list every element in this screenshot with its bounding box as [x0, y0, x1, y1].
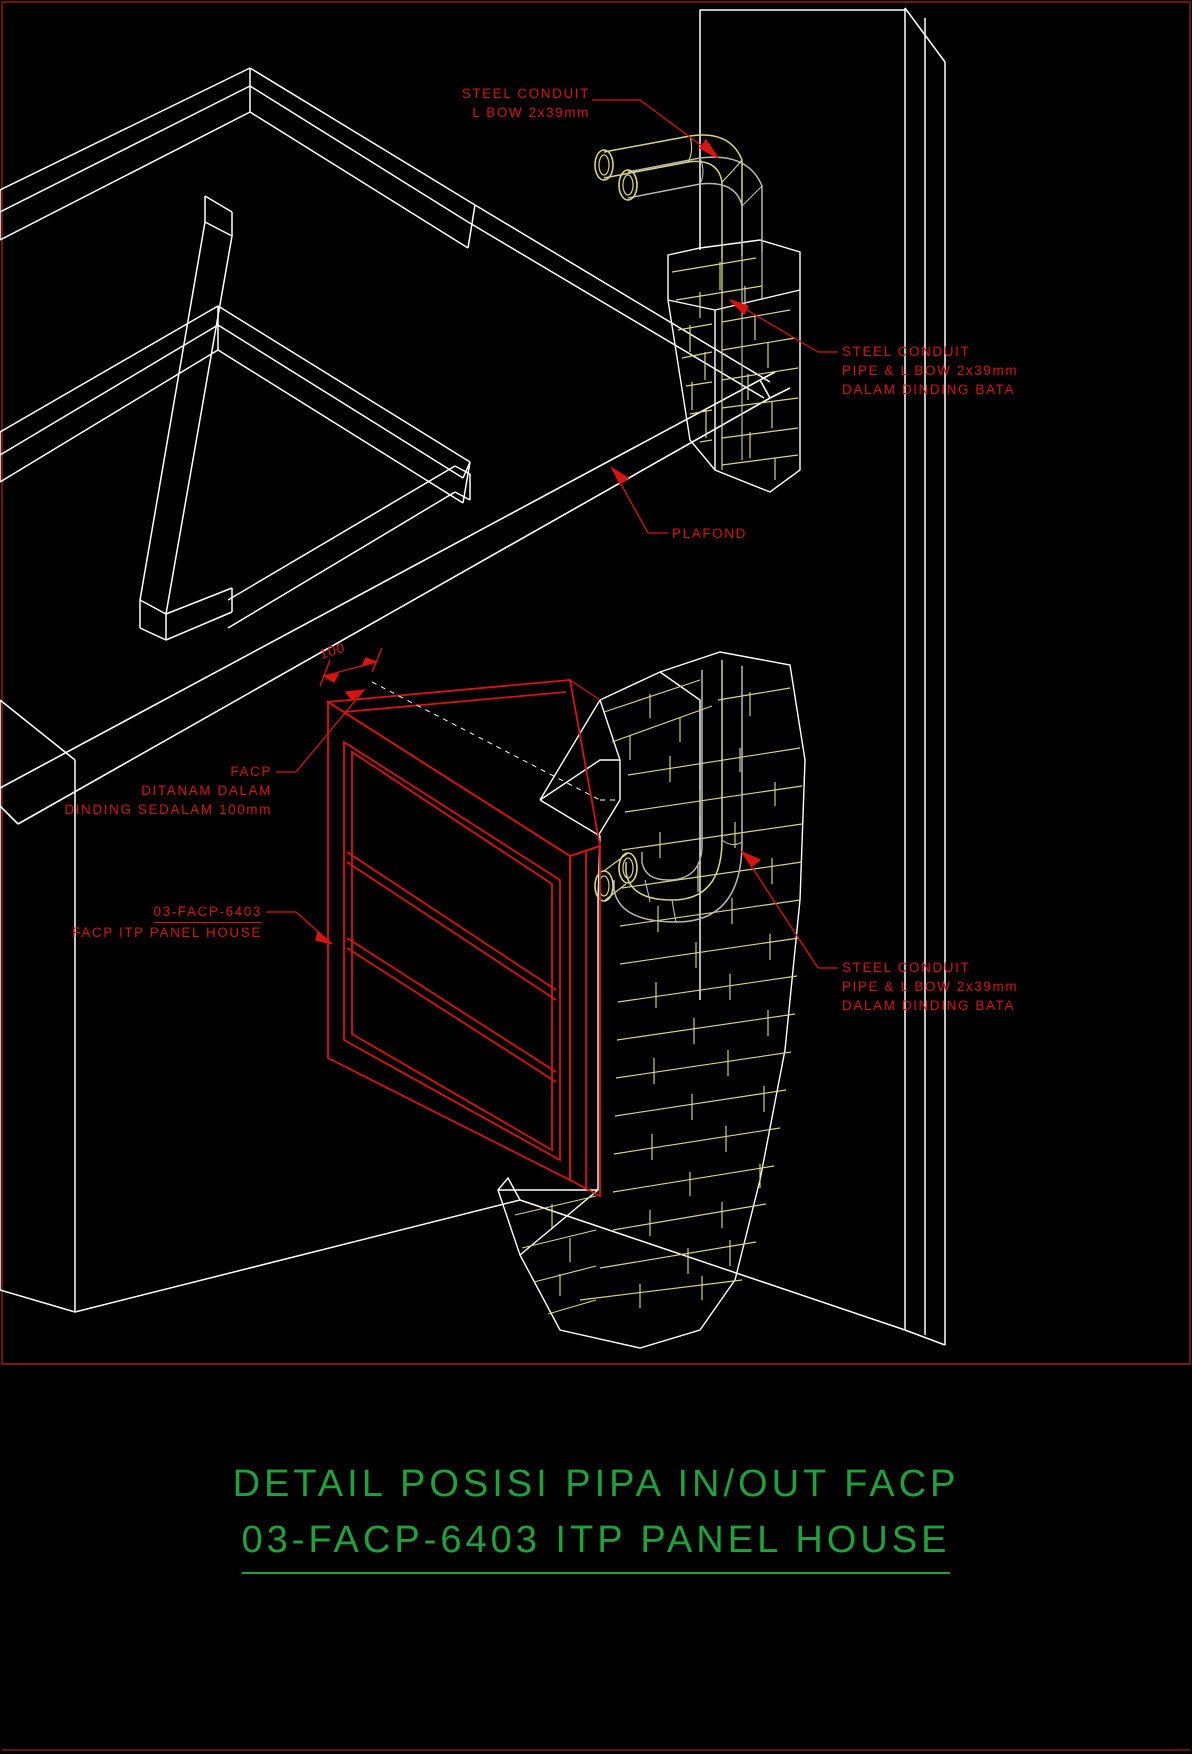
drawing-title-block: DETAIL POSISI PIPA IN/OUT FACP 03-FACP-6… — [0, 1456, 1192, 1574]
annotation-panel-tag: 03-FACP-6403 FACP ITP PANEL HOUSE — [40, 902, 262, 942]
annotation-steel-conduit-top: STEEL CONDUIT L BOW 2x39mm — [360, 84, 590, 122]
annotation-conduit-wall-lower-line1: STEEL CONDUIT — [842, 960, 971, 975]
annotation-facp-recess-line1: FACP — [230, 764, 272, 779]
drawing-title-line2: 03-FACP-6403 ITP PANEL HOUSE — [0, 1512, 1192, 1574]
brick-wall-lower-outline — [497, 651, 806, 1349]
annotation-plafond-label: PLAFOND — [672, 526, 747, 541]
annotation-facp-recess-line3: DINDING SEDALAM 100mm — [64, 802, 272, 817]
drawing-title-line1: DETAIL POSISI PIPA IN/OUT FACP — [232, 1463, 960, 1505]
annotation-conduit-wall-upper-line2: PIPE & L BOW 2x39mm — [842, 363, 1019, 378]
annotation-conduit-wall-upper-line1: STEEL CONDUIT — [842, 344, 971, 359]
brick-chase-upper — [667, 239, 801, 493]
steel-conduit-lower-assembly — [594, 660, 743, 923]
facp-recess-hidden-lines — [371, 681, 620, 801]
annotation-conduit-wall-lower-line3: DALAM DINDING BATA — [842, 998, 1016, 1013]
annotation-conduit-wall-lower: STEEL CONDUIT PIPE & L BOW 2x39mm DALAM … — [842, 958, 1018, 1015]
facp-panel-enclosure — [325, 679, 602, 1198]
brick-pattern-upper — [671, 257, 799, 480]
ceiling-beam-secondary — [227, 465, 471, 629]
annotation-conduit-wall-lower-line2: PIPE & L BOW 2x39mm — [842, 979, 1019, 994]
annotation-steel-conduit-top-line1: STEEL CONDUIT — [461, 86, 590, 101]
annotation-leaders — [266, 99, 838, 969]
room-wall-back — [0, 9, 906, 1331]
ceiling-slab-plafond — [0, 371, 791, 825]
drawing-title-line2-text: 03-FACP-6403 ITP PANEL HOUSE — [241, 1512, 951, 1574]
annotation-panel-tag-line1: 03-FACP-6403 — [40, 902, 262, 923]
steel-conduit-top-assembly — [594, 134, 763, 470]
ceiling-grid-framing — [0, 67, 771, 641]
brick-pattern-lower — [514, 679, 803, 1315]
annotation-facp-recess: FACP DITANAM DALAM DINDING SEDALAM 100mm — [60, 762, 272, 819]
annotation-conduit-wall-upper: STEEL CONDUIT PIPE & L BOW 2x39mm DALAM … — [842, 342, 1018, 399]
annotation-plafond: PLAFOND — [672, 524, 747, 543]
annotation-steel-conduit-top-line2: L BOW 2x39mm — [472, 105, 590, 120]
wall-right-elevation — [904, 7, 946, 1346]
annotation-panel-tag-number: 03-FACP-6403 — [153, 902, 262, 923]
annotation-conduit-wall-upper-line3: DALAM DINDING BATA — [842, 382, 1016, 397]
annotation-facp-recess-line2: DITANAM DALAM — [141, 783, 272, 798]
annotation-panel-tag-line2: FACP ITP PANEL HOUSE — [72, 925, 262, 940]
dimension-100-leader — [319, 647, 383, 687]
